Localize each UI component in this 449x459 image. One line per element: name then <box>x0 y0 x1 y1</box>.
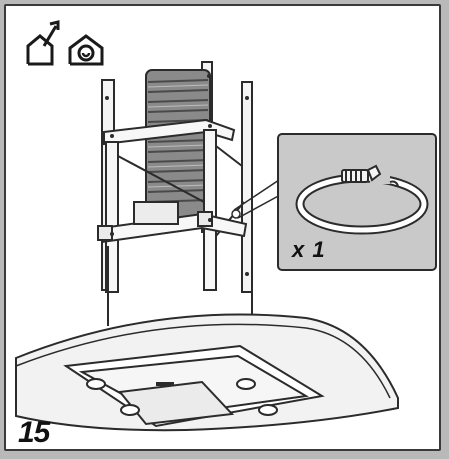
instruction-panel: x 1 15 <box>4 4 441 451</box>
chimney-lower <box>107 246 253 326</box>
quantity-label: x 1 <box>292 237 326 262</box>
hose-clamp-icon <box>295 164 429 235</box>
installation-illustration <box>15 20 437 432</box>
frame-screws <box>105 74 249 276</box>
detail-callout <box>277 133 437 271</box>
hood-canopy <box>15 313 399 432</box>
callout-pointer <box>231 177 283 219</box>
duct-out-icon <box>26 20 60 66</box>
recirculation-icon <box>68 34 104 66</box>
flexible-duct <box>145 69 211 221</box>
step-number: 15 <box>18 416 50 449</box>
